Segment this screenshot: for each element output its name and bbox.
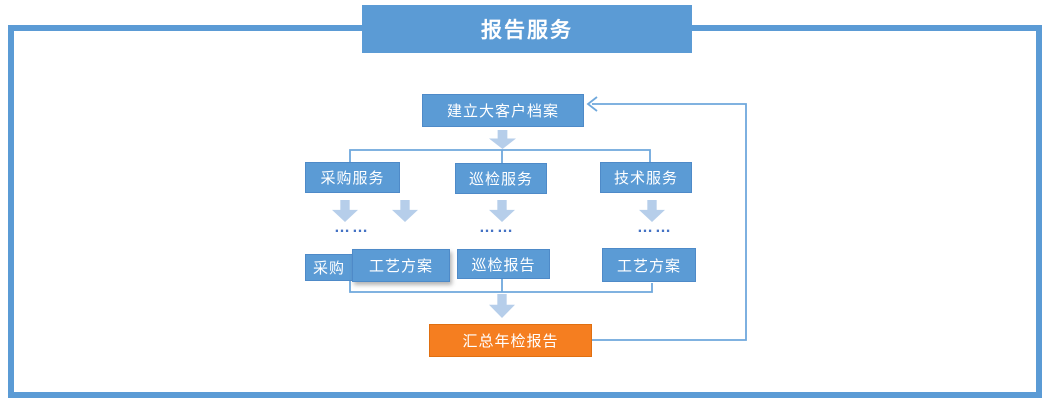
title-banner: 报告服务	[362, 5, 692, 53]
node-service-technical: 技术服务	[600, 162, 692, 193]
node-output-process-plan-1: 工艺方案	[352, 249, 450, 282]
feedback-loop-line	[592, 103, 747, 341]
node-output-inspection-report: 巡检报告	[457, 249, 550, 279]
ellipsis-dots: ……	[334, 219, 370, 236]
ellipsis-dots: ……	[479, 219, 515, 236]
node-service-procurement: 采购服务	[305, 162, 400, 193]
top-branch-connector	[349, 149, 651, 164]
node-service-inspection: 巡检服务	[455, 163, 547, 194]
node-output-process-plan-2: 工艺方案	[602, 248, 696, 282]
bottom-merge-connector	[349, 279, 653, 293]
feedback-arrowhead-icon	[586, 96, 598, 112]
ellipsis-dots: ……	[637, 219, 673, 236]
node-summary-annual-report: 汇总年检报告	[429, 324, 592, 357]
node-customer-archive: 建立大客户档案	[422, 94, 584, 127]
